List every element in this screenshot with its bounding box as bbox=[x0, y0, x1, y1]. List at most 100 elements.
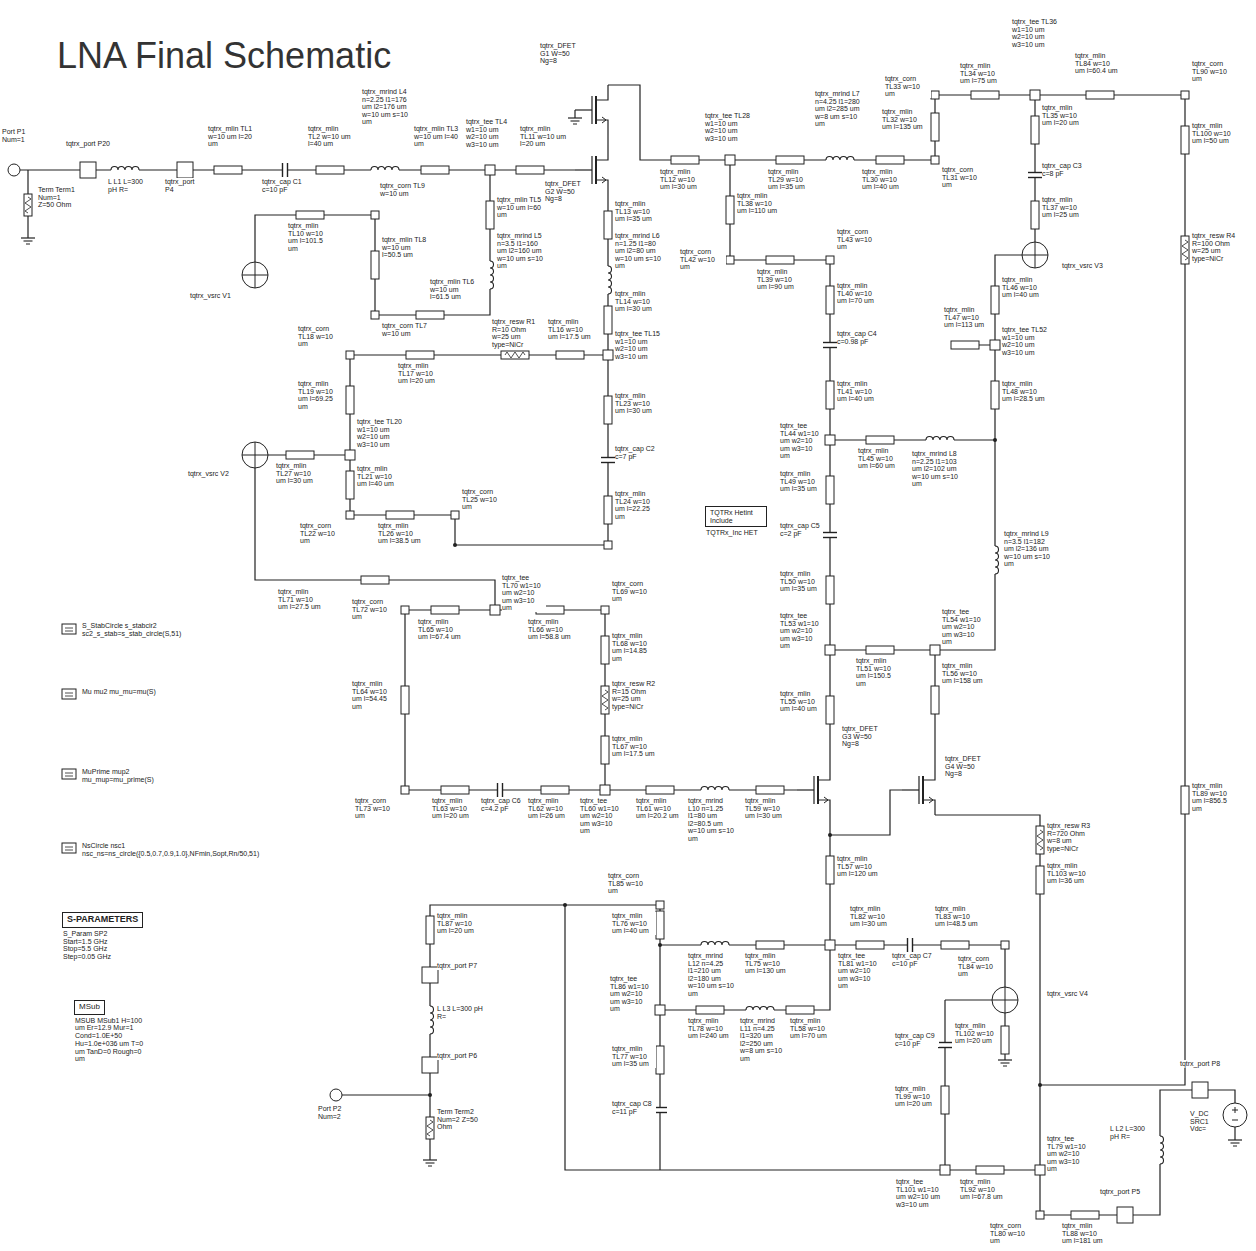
part-outline bbox=[346, 351, 354, 359]
part-label: tqtrx_mlin TL40 w=10 um l=70 um bbox=[837, 282, 883, 305]
part-outline bbox=[422, 967, 438, 983]
tee-junction bbox=[1035, 1165, 1045, 1175]
transmission-line bbox=[976, 1166, 1004, 1174]
part-label: tqtrx_vsrc V4 bbox=[1047, 990, 1088, 998]
corner-bend bbox=[601, 606, 609, 614]
part-outline bbox=[822, 342, 838, 348]
part-stroke bbox=[65, 850, 73, 851]
tee-junction bbox=[603, 350, 613, 360]
part-label: tqtrx_mlin TL21 w=10 um l=40 um bbox=[357, 465, 403, 488]
ground-symbol bbox=[21, 238, 35, 244]
corner-bend bbox=[726, 256, 734, 264]
part-label: tqtrx_tee TL4 w1=10 um w2=10 um w3=10 um bbox=[466, 118, 512, 148]
corner-bend bbox=[346, 511, 354, 519]
corner-bend bbox=[401, 606, 409, 614]
part-outline bbox=[401, 606, 409, 614]
part-stroke bbox=[938, 1047, 952, 1048]
tee-junction bbox=[725, 155, 735, 165]
part-label: tqtrx_mlin TL75 w=10 um l=130 um bbox=[745, 952, 791, 975]
part-label: tqtrx_resw R1 R=10 Ohm w=25 um type=NiCr bbox=[492, 318, 538, 348]
part-outline bbox=[876, 156, 904, 164]
part-outline bbox=[431, 606, 459, 614]
schematic-title: LNA Final Schematic bbox=[57, 36, 391, 76]
part-stroke bbox=[65, 628, 73, 629]
part-label: tqtrx_mlin TL99 w=10 um l=20 um bbox=[895, 1085, 939, 1108]
part-stroke bbox=[1235, 1107, 1236, 1113]
part-outline bbox=[1036, 826, 1044, 854]
part-label: tqtrx_mlin TL49 w=10 um l=35 um bbox=[780, 470, 822, 493]
part-outline bbox=[1071, 1211, 1099, 1219]
part-stroke bbox=[25, 197, 31, 213]
corner-bend bbox=[346, 351, 354, 359]
part-label: tqtrx_mlin TL78 w=10 um l=240 um bbox=[688, 1017, 734, 1040]
part-stroke bbox=[490, 261, 494, 289]
part-label: tqtrx_mlin TL65 w=10 um l=67.4 um bbox=[418, 618, 464, 641]
part-outline bbox=[346, 511, 354, 519]
part-stroke bbox=[823, 532, 837, 533]
transmission-line bbox=[696, 1006, 724, 1014]
part-stroke bbox=[1182, 240, 1188, 260]
inductor-symbol bbox=[746, 1004, 774, 1012]
part-stroke bbox=[1035, 242, 1036, 268]
part-label: Port P1 Num=1 bbox=[2, 128, 32, 143]
part-label: tqtrx_mlin TL45 w=10 um l=60 um bbox=[858, 447, 904, 470]
part-outline bbox=[671, 156, 699, 164]
corner-bend bbox=[401, 786, 409, 794]
part-outline bbox=[371, 164, 399, 172]
part-label: tqtrx_vsrc V3 bbox=[1062, 262, 1103, 270]
part-outline bbox=[1223, 1103, 1247, 1127]
corner-bend bbox=[1036, 1211, 1044, 1219]
part-outline bbox=[1031, 116, 1039, 144]
transmission-line bbox=[431, 606, 459, 614]
part-stroke bbox=[65, 773, 73, 774]
transmission-line bbox=[826, 286, 834, 314]
wire bbox=[660, 945, 830, 1010]
junction bbox=[1038, 1083, 1042, 1087]
part-label: tqtrx_DFET G4 W=50 Ng=8 bbox=[945, 755, 991, 778]
part-stroke bbox=[111, 167, 139, 171]
part-outline bbox=[971, 91, 999, 99]
part-outline bbox=[701, 939, 729, 947]
part-outline bbox=[600, 457, 616, 463]
part-stroke bbox=[823, 537, 837, 538]
box-heading: MSub bbox=[79, 1003, 100, 1012]
part-label: tqtrx_mlin TL92 w=10 um l=67.8 um bbox=[960, 1178, 1004, 1201]
transmission-line bbox=[604, 211, 612, 239]
corner-bend bbox=[371, 311, 379, 319]
part-stroke bbox=[255, 442, 256, 468]
part-label: tqtrx_cap C8 c=11 pF bbox=[612, 1100, 656, 1115]
part-outline bbox=[242, 442, 268, 468]
transmission-line bbox=[516, 166, 544, 174]
part-outline bbox=[696, 1006, 724, 1014]
part-outline bbox=[726, 196, 734, 224]
part-label: tqtrx_mlin TL76 w=10 um l=40 um bbox=[612, 912, 656, 935]
transmission-line bbox=[1036, 866, 1044, 894]
part-stroke bbox=[823, 347, 837, 348]
transmission-line bbox=[426, 916, 434, 944]
wire bbox=[830, 255, 1022, 440]
part-outline bbox=[1158, 1136, 1166, 1164]
tee-junction bbox=[490, 605, 500, 615]
inductor-symbol bbox=[701, 784, 729, 792]
part-label: tqtrx_mlin TL103 w=10 um l=36 um bbox=[1047, 862, 1093, 885]
part-outline bbox=[1027, 172, 1043, 178]
part-stroke bbox=[818, 765, 830, 780]
transmission-line bbox=[296, 211, 324, 219]
part-label: tqtrx_corn TL31 w=10 um bbox=[942, 166, 988, 189]
transmission-line bbox=[286, 451, 314, 459]
wire bbox=[255, 468, 495, 610]
part-outline bbox=[214, 166, 242, 174]
part-outline bbox=[655, 1005, 665, 1015]
component-group bbox=[8, 85, 1247, 1223]
part-stroke bbox=[282, 163, 283, 177]
tee-junction bbox=[825, 940, 835, 950]
part-outline bbox=[826, 856, 834, 884]
part-stroke bbox=[287, 163, 288, 177]
part-outline bbox=[604, 306, 612, 334]
transmission-line bbox=[726, 196, 734, 224]
wire bbox=[608, 85, 1185, 1085]
transmission-line bbox=[646, 786, 674, 794]
part-label: tqtrx_tee TL20 w1=10 um w2=10 um w3=10 u… bbox=[357, 418, 403, 448]
part-outline bbox=[371, 251, 379, 279]
part-label: tqtrx_corn TL43 w=10 um bbox=[837, 228, 883, 251]
